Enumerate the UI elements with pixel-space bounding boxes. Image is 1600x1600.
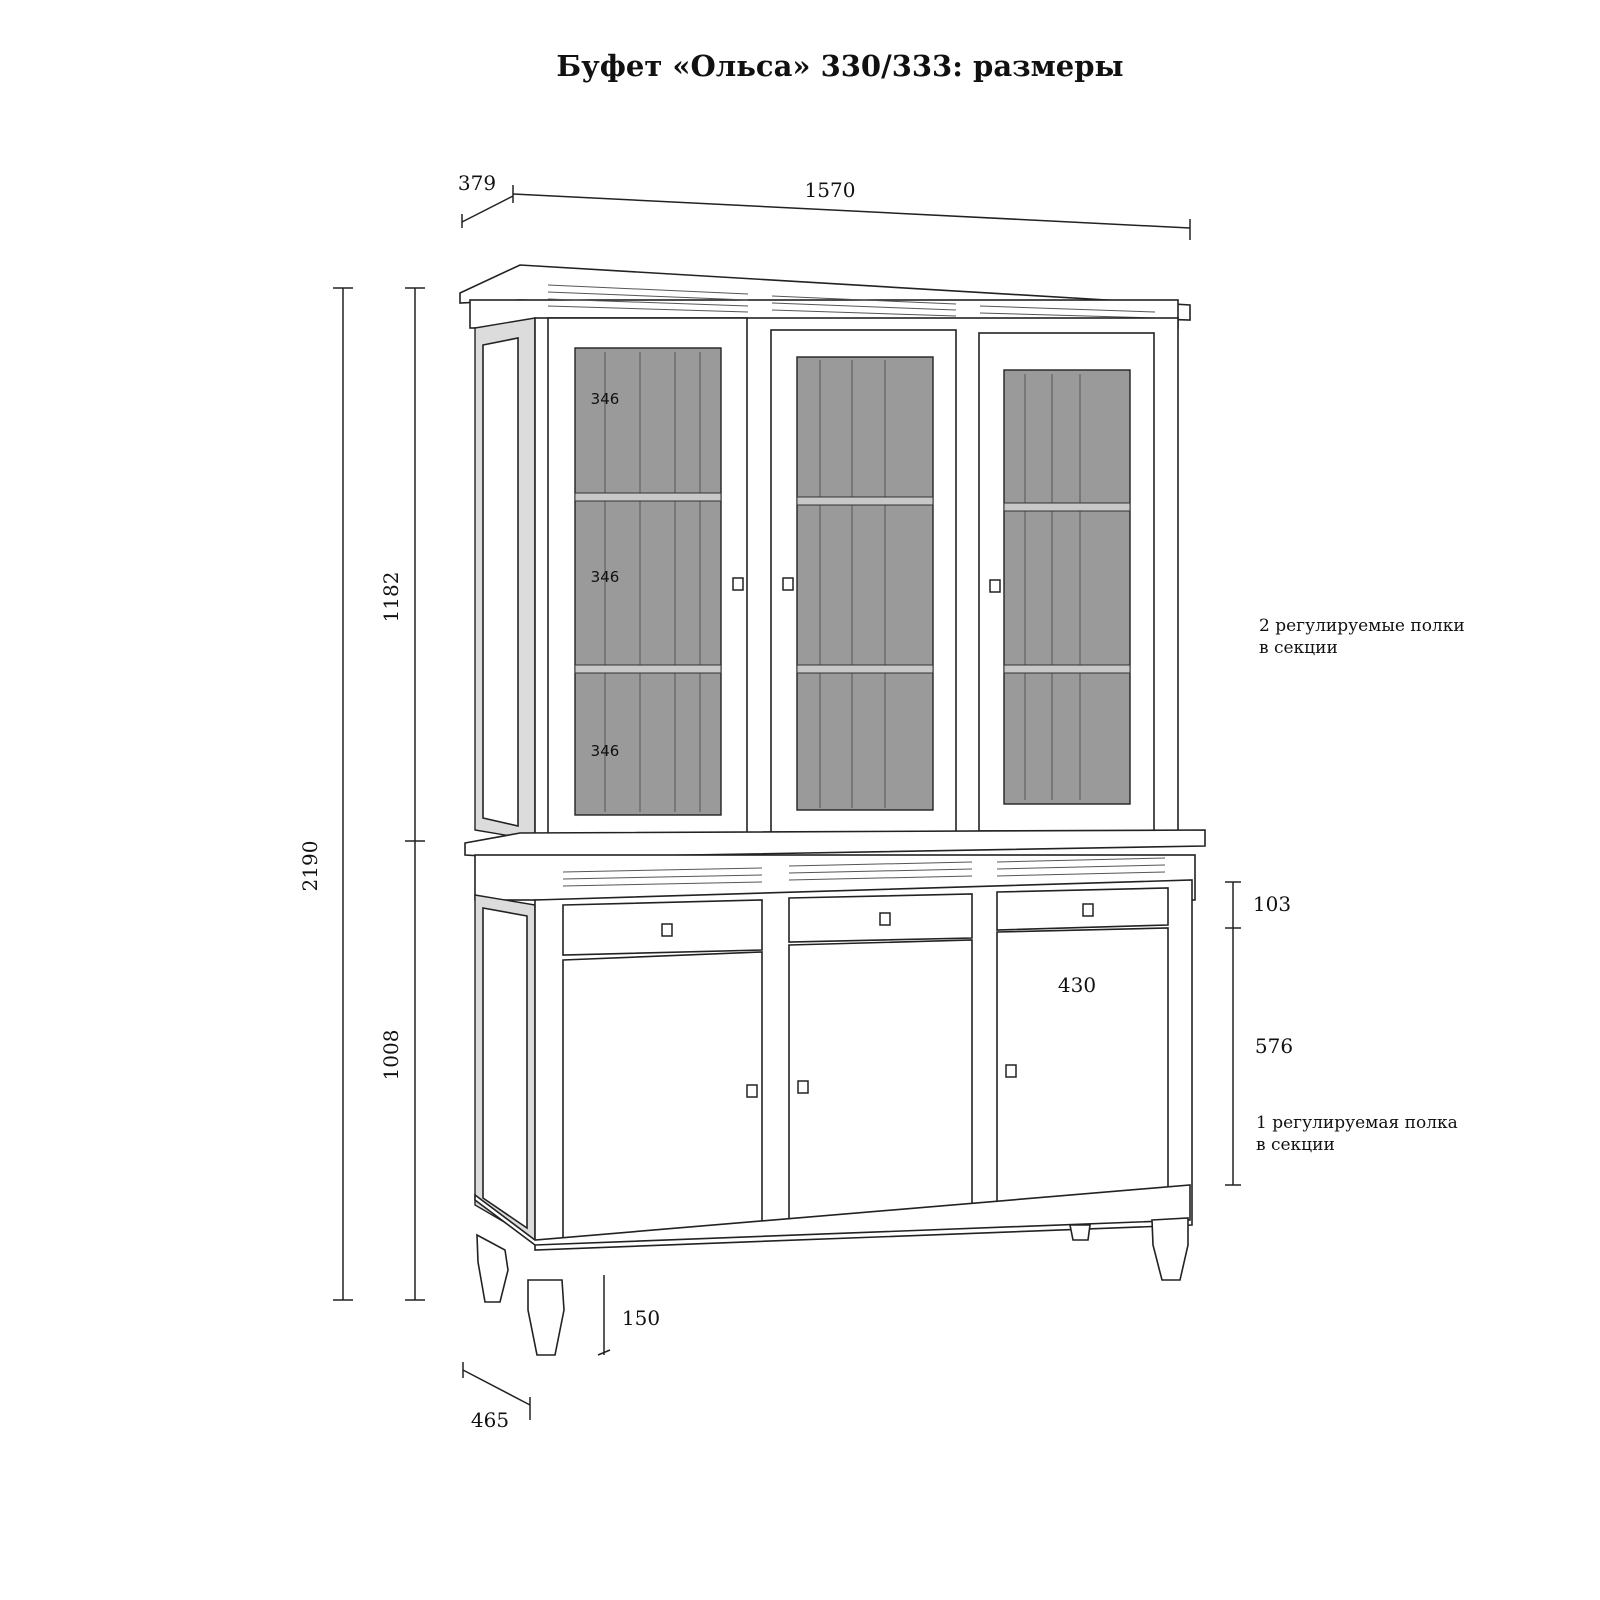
drawer-height-label: 103 — [1253, 892, 1291, 916]
door-handle-icon — [782, 577, 794, 591]
drawer-handle-icon — [1082, 903, 1094, 917]
shelf-spacing-label: 346 — [591, 568, 620, 586]
lower-cabinet — [464, 829, 1206, 1356]
door-height-label: 576 — [1255, 1034, 1293, 1058]
total-height-label: 2190 — [298, 841, 322, 892]
door-handle-icon — [989, 579, 1001, 593]
drawer-handle-icon — [879, 912, 891, 926]
width-label: 1570 — [805, 178, 856, 202]
lower-height-label: 1008 — [379, 1030, 403, 1081]
upper-shelves-note: в секции — [1259, 638, 1338, 658]
shelf-spacing-label: 346 — [591, 742, 620, 760]
door-handle-icon — [746, 1084, 758, 1098]
lower-shelves-note: 1 регулируемая полка — [1256, 1113, 1458, 1133]
depth-top-label: 379 — [458, 171, 496, 195]
drawer-handle-icon — [661, 923, 673, 937]
door-handle-icon — [1005, 1064, 1017, 1078]
door-handle-icon — [797, 1080, 809, 1094]
leg-height-label: 150 — [622, 1306, 660, 1330]
section-width-label: 430 — [1058, 973, 1096, 997]
shelf-spacing-label: 346 — [591, 390, 620, 408]
door-handle-icon — [732, 577, 744, 591]
lower-shelves-note: в секции — [1256, 1135, 1335, 1155]
upper-shelves-note: 2 регулируемые полки — [1259, 616, 1465, 636]
upper-height-label: 1182 — [379, 572, 403, 623]
upper-cabinet — [459, 264, 1191, 846]
diagram-title: Буфет «Ольса» 330/333: размеры — [556, 49, 1123, 83]
depth-bottom-label: 465 — [471, 1408, 509, 1432]
